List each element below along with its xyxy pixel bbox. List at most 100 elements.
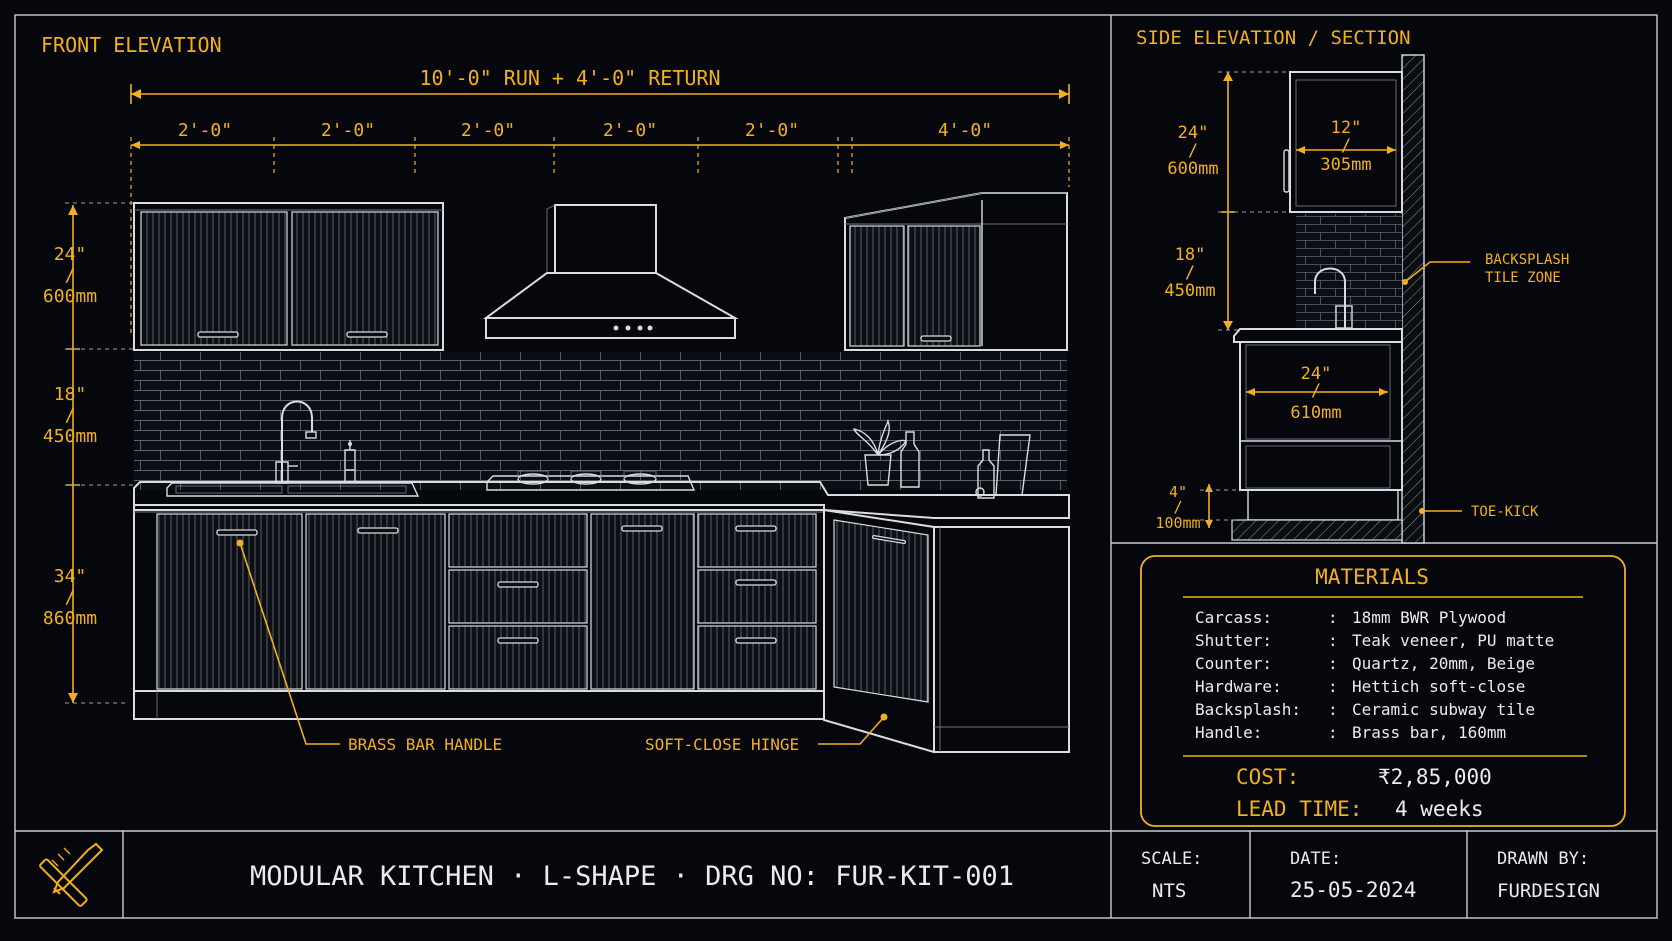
side-wall-cabinet (1283, 71, 1403, 213)
front-elevation: FRONT ELEVATION 10'-0" RUN + 4'-0" RETUR… (41, 33, 1070, 754)
cost-value: ₹2,85,000 (1378, 765, 1492, 789)
side-wall-height-sep: / (1188, 141, 1198, 161)
side-base-depth-sep: / (1311, 381, 1321, 401)
hinge-callout-text: SOFT-CLOSE HINGE (645, 735, 799, 754)
material-value: Quartz, 20mm, Beige (1352, 654, 1535, 673)
material-key: Backsplash: (1195, 700, 1301, 719)
gas-hob-icon (486, 470, 696, 491)
base-depth-dimension (1246, 388, 1388, 396)
material-key: Shutter: (1195, 631, 1272, 650)
segment-1: 2'-0" (178, 120, 232, 141)
side-elevation: SIDE ELEVATION / SECTION (1136, 27, 1569, 544)
segment-2: 2'-0" (321, 120, 375, 141)
material-key: Counter: (1195, 654, 1272, 673)
drawing-title: MODULAR KITCHEN · L-SHAPE · DRG NO: FUR-… (250, 861, 1014, 892)
materials-panel: MATERIALS Carcass: : 18mm BWR Plywood Sh… (1140, 555, 1626, 827)
upper-height-sep: / (65, 265, 76, 286)
side-wall-depth-imperial: 12" (1331, 118, 1362, 138)
sink-icon (166, 482, 420, 497)
bar-handle-icon (735, 637, 777, 644)
cost-label: COST: (1236, 765, 1299, 789)
base-door-1 (156, 513, 303, 690)
material-key: Carcass: (1195, 608, 1272, 627)
backsplash-callout-leader (1402, 261, 1470, 285)
lead-time-label: LEAD TIME: (1236, 797, 1362, 821)
lead-time-value: 4 weeks (1395, 797, 1484, 821)
date-label: DATE: (1290, 849, 1341, 869)
scale-label: SCALE: (1141, 849, 1202, 869)
gap-height-sep: / (65, 405, 76, 426)
sheet-frame (14, 14, 1658, 919)
drawer-6 (697, 625, 817, 690)
return-base-cabinet (823, 508, 1070, 754)
segment-6: 4'-0" (938, 120, 992, 141)
backsplash-tiles (134, 352, 1067, 490)
side-gap-height-imperial: 18" (1175, 245, 1206, 265)
upper-cabinet-right (844, 192, 1068, 351)
base-cabinets (133, 504, 825, 720)
bar-handle-icon (346, 331, 388, 338)
overall-dimension-text: 10'-0" RUN + 4'-0" RETURN (419, 66, 720, 90)
bar-handle-icon (497, 581, 539, 588)
material-value: Hettich soft-close (1352, 677, 1525, 696)
material-sep: : (1328, 677, 1338, 696)
bar-handle-icon (920, 335, 952, 342)
segment-3: 2'-0" (461, 120, 515, 141)
side-toe-height-metric: 100mm (1155, 514, 1200, 532)
material-sep: : (1328, 608, 1338, 627)
height-dimension-line (65, 202, 135, 704)
side-wall-height-imperial: 24" (1178, 123, 1209, 143)
toe-height-dimension (1200, 484, 1240, 528)
segment-4: 2'-0" (603, 120, 657, 141)
title-block: MODULAR KITCHEN · L-SHAPE · DRG NO: FUR-… (39, 842, 1600, 907)
base-height-metric: 860mm (43, 608, 97, 629)
bar-handle-icon (216, 529, 258, 536)
pencil-ruler-icon (39, 842, 104, 907)
material-sep: : (1328, 631, 1338, 650)
chimney-hood-icon (482, 204, 739, 339)
backsplash-label-line-2: TILE ZONE (1485, 270, 1561, 286)
hinge-callout-leader (818, 713, 888, 745)
drawn-by-value: FURDESIGN (1497, 880, 1600, 902)
side-wall-height-metric: 600mm (1167, 159, 1218, 179)
material-value: 18mm BWR Plywood (1352, 608, 1506, 627)
bar-handle-icon (197, 331, 239, 338)
toe-kick-callout-leader (1419, 508, 1462, 514)
side-gap-height-metric: 450mm (1164, 281, 1215, 301)
side-gap-height-sep: / (1185, 263, 1195, 283)
material-sep: : (1328, 700, 1338, 719)
base-height-sep: / (65, 587, 76, 608)
segment-5: 2'-0" (745, 120, 799, 141)
side-height-dimension (1218, 71, 1288, 331)
front-elevation-title: FRONT ELEVATION (41, 33, 222, 57)
materials-title: MATERIALS (1315, 565, 1429, 589)
bottle-icon (900, 431, 995, 499)
gap-height-metric: 450mm (43, 426, 97, 447)
overall-dimension-line (130, 84, 1070, 104)
upper-cabinet-left (133, 202, 444, 351)
wall-depth-dimension (1296, 146, 1396, 154)
side-backsplash (1296, 214, 1402, 329)
segment-dimension-line (130, 137, 1070, 337)
side-base-depth-imperial: 24" (1301, 364, 1332, 384)
side-base-depth-metric: 610mm (1290, 403, 1341, 423)
bar-handle-icon (357, 527, 399, 534)
wall-section (1401, 54, 1425, 544)
gap-height-imperial: 18" (54, 384, 87, 405)
date-value: 25-05-2024 (1290, 878, 1416, 902)
handle-callout-text: BRASS BAR HANDLE (348, 735, 502, 754)
handle-callout-leader (236, 539, 340, 745)
upper-height-metric: 600mm (43, 286, 97, 307)
materials-rows: Carcass: : 18mm BWR Plywood Shutter: : T… (1195, 608, 1554, 742)
material-value: Teak veneer, PU matte (1352, 631, 1554, 650)
side-toe-height-sep: / (1173, 498, 1182, 516)
drawer-5 (697, 569, 817, 624)
bar-handle-icon (735, 525, 777, 532)
material-value: Ceramic subway tile (1352, 700, 1535, 719)
drawer-1 (448, 513, 588, 568)
scale-value: NTS (1152, 880, 1186, 902)
base-height-imperial: 34" (54, 566, 87, 587)
material-sep: : (1328, 654, 1338, 673)
side-toe-height-imperial: 4" (1169, 483, 1187, 501)
